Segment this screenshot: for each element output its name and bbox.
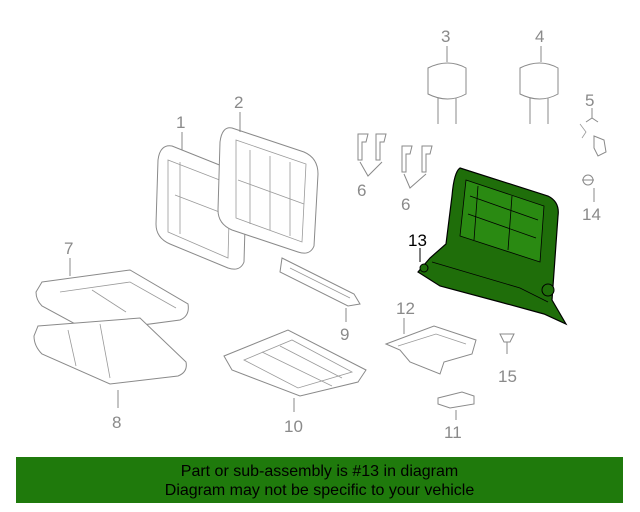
callout-7: 7 [64,239,73,258]
part-14-bolt [582,174,594,186]
callout-9: 9 [340,325,349,344]
callout-3: 3 [441,27,450,46]
part-4-headrest [519,62,559,124]
callout-6b: 6 [401,195,410,214]
part-13-seat-frame [417,167,568,326]
callout-13: 13 [408,231,427,250]
callout-12: 12 [396,299,415,318]
callout-10: 10 [284,417,303,436]
part-3-headrest [427,62,467,124]
callout-2: 2 [234,93,243,112]
part-2-seatback [217,127,319,254]
parts-diagram: 1 2 3 4 5 6 6 [33,27,607,442]
part-6-guides-b [401,145,433,173]
part-11-small-bracket [437,391,475,409]
callout-11: 11 [444,423,462,442]
part-12-bracket [384,325,477,375]
part-15-clip [499,333,515,354]
part-6-guides-a [357,133,387,161]
part-10-seat-pan [223,329,367,397]
part-8-cushion-pad [33,317,187,385]
callout-4: 4 [535,27,544,46]
notice-banner: Part or sub-assembly is #13 in diagram D… [16,457,623,503]
banner-line-2: Diagram may not be specific to your vehi… [164,482,475,499]
callout-6a: 6 [357,181,366,200]
part-9-rail [279,257,361,307]
callout-5: 5 [585,91,594,110]
callout-1: 1 [176,113,185,132]
callout-8: 8 [112,413,121,432]
banner-line-1: Part or sub-assembly is #13 in diagram [180,463,459,480]
callout-15: 15 [498,367,517,386]
part-5-latch [579,123,607,157]
callout-14: 14 [582,205,601,224]
